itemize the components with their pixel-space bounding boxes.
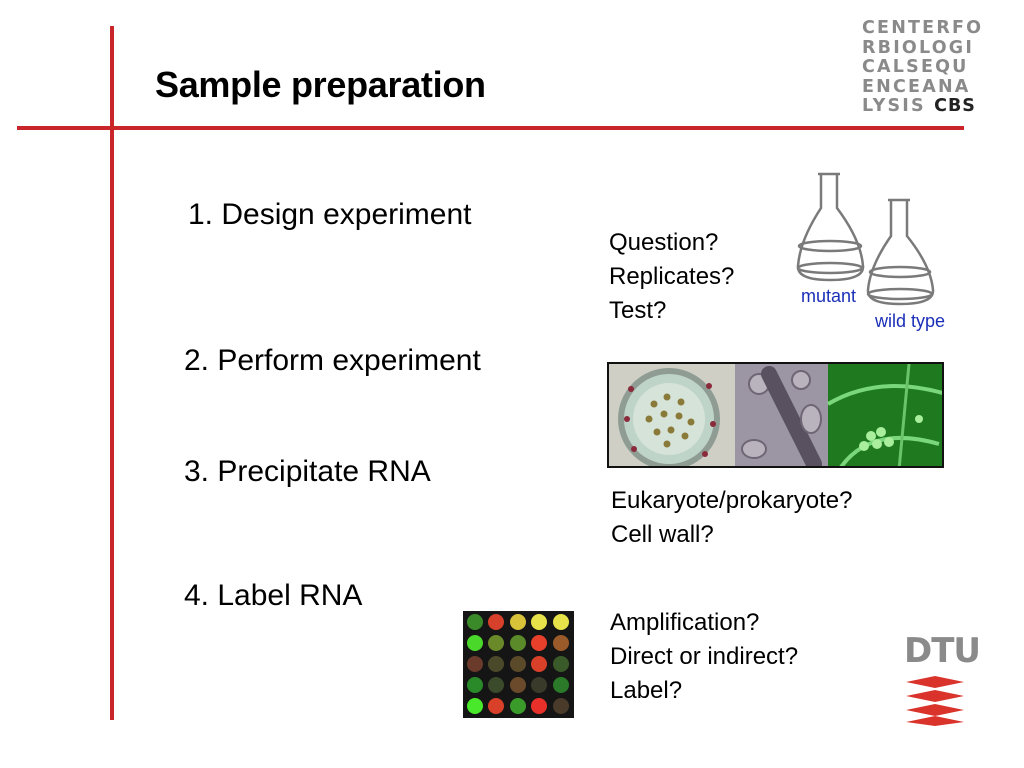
microarray-image <box>463 611 574 718</box>
design-question-2: Replicates? <box>609 263 735 290</box>
label-question-1: Amplification? <box>610 609 760 636</box>
cell-micrographs <box>607 362 944 468</box>
design-question-1: Question? <box>609 229 719 256</box>
cbs-logo-line-3: CALSEQU <box>862 57 969 77</box>
design-question-3: Test? <box>609 297 667 324</box>
cbs-logo-strong: CBS <box>934 96 976 116</box>
label-questions: Amplification? Direct or indirect? Label… <box>610 606 798 708</box>
cell-questions: Eukaryote/prokaryote? Cell wall? <box>611 484 852 552</box>
horizontal-red-rule <box>17 126 964 130</box>
cbs-logo-lysis: LYSIS <box>862 96 926 116</box>
flask-icon <box>796 172 935 306</box>
dtu-logo-text: DTU <box>904 631 981 671</box>
microarray-spots <box>467 614 569 714</box>
cell-question-2: Cell wall? <box>611 521 714 548</box>
cbs-logo: CENTERFO RBIOLOGI CALSEQU ENCEANA LYSIS … <box>862 18 984 117</box>
vertical-red-rule <box>110 26 114 720</box>
cbs-logo-line-2: RBIOLOGI <box>862 37 975 58</box>
cbs-logo-line-4: ENCEANA <box>862 76 971 97</box>
step-precipitate-rna: 3. Precipitate RNA <box>184 455 431 488</box>
label-question-2: Direct or indirect? <box>610 643 799 670</box>
flask-label-wild-type: wild type <box>875 311 946 331</box>
dtu-logo-icon <box>906 676 964 726</box>
step-label-rna: 4. Label RNA <box>184 579 363 612</box>
label-question-3: Label? <box>610 677 683 704</box>
cell-question-1: Eukaryote/prokaryote? <box>611 487 853 514</box>
micrograph-strip <box>609 364 942 466</box>
cbs-logo-line-5: LYSIS CBS <box>862 96 982 117</box>
cbs-logo-line-1: CENTERFO <box>862 18 984 38</box>
design-questions: Question? Replicates? Test? <box>609 226 734 328</box>
flask-label-mutant: mutant <box>801 286 857 306</box>
step-design-experiment: 1. Design experiment <box>188 198 472 231</box>
step-perform-experiment: 2. Perform experiment <box>184 344 481 377</box>
slide-title: Sample preparation <box>155 64 486 105</box>
